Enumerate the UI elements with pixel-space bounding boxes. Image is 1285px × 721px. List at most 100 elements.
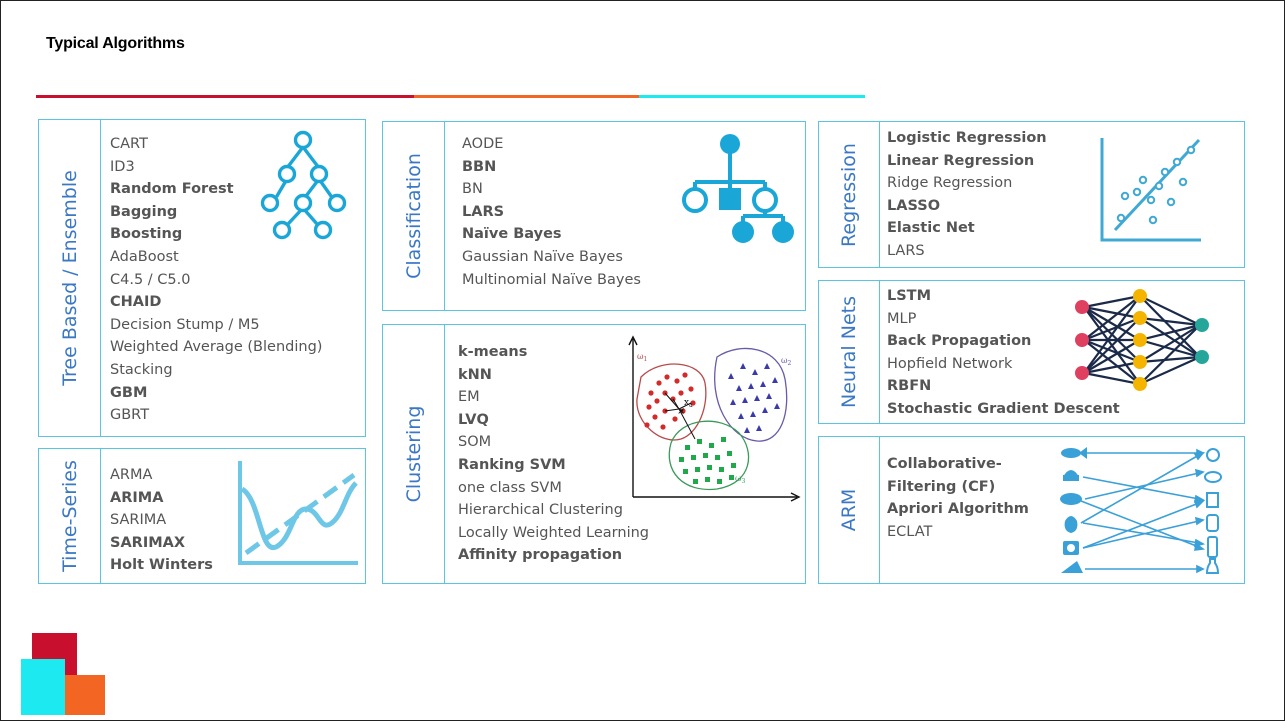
algorithm-item: LSTM [887,288,932,304]
svg-text:ω3: ω3 [735,474,746,485]
algorithm-item: Hopfield Network [887,355,1013,372]
algorithm-item: MLP [887,310,917,327]
algorithm-item: LARS [462,203,505,220]
panel-label: ARM [838,488,860,532]
plot-label-w3-sub: 3 [742,478,746,485]
algorithm-item: GBM [110,384,148,401]
algorithm-item: SARIMAX [110,534,186,551]
plot-label-w1-sub: 1 [644,356,648,363]
algorithm-item: LVQ [458,411,489,428]
algorithm-item: Apriori Algorithm [887,501,1029,518]
association-rules-icon [1060,447,1222,574]
algorithm-item: ARMA [110,467,153,483]
algorithm-item: Logistic Regression [887,130,1047,146]
algorithm-item: Gaussian Naïve Bayes [462,248,623,265]
accent-rule-cyan [639,95,865,98]
svg-text:xa: xa [684,398,693,409]
plot-label-x: x [684,398,689,408]
algorithm-item: Back Propagation [887,333,1032,350]
cluster-scatter-icon: × xa ω1 ω2 ω3 [628,335,801,502]
algorithm-item: Random Forest [110,181,234,198]
panel-label: Clustering [402,405,425,503]
algorithm-item: Affinity propagation [458,547,623,564]
svg-text:×: × [677,406,685,417]
panel-label: Time-Series [58,460,81,572]
algorithm-item: Ranking SVM [458,456,566,473]
algorithm-item: Multinomial Naïve Bayes [462,271,641,288]
panel-arm: ARM Collaborative- Filtering (CF) Apriori … [818,436,1245,584]
hierarchy-icon [682,134,794,243]
algorithm-item: AODE [462,136,504,152]
algorithm-item: Weighted Average (Blending) [110,339,323,356]
algorithm-item: RBFN [887,378,932,395]
algorithm-item: Decision Stump / M5 [110,316,260,333]
plot-label-w1: ω [637,352,644,361]
tree-graph-icon [260,130,347,240]
panel-label-cell: Time-Series [39,449,101,583]
algorithm-item: BBN [462,158,497,175]
line-chart-icon [238,461,358,565]
algorithm-item: Hierarchical Clustering [458,502,623,519]
svg-text:ω2: ω2 [781,356,792,367]
algorithm-item: kNN [458,366,492,383]
algorithm-item: EM [458,389,480,406]
algorithm-item: Linear Regression [887,152,1035,169]
accent-rule-red [36,95,414,98]
plot-label-x-sub: a [689,402,693,409]
algorithm-item: Filtering (CF) [887,478,996,495]
algorithm-list: k-means kNN EM LVQ SOM Ranking SVM one class S… [458,341,649,567]
panel-label: Tree Based / Ensemble [58,170,81,386]
panel-label-cell: Tree Based / Ensemble [39,120,101,436]
svg-text:ω1: ω1 [637,352,647,363]
panel-label-cell: Neural Nets [819,281,880,423]
panel-label: Neural Nets [838,296,860,408]
algorithm-item: SOM [458,434,492,451]
panel-label-cell: Regression [819,122,880,267]
algorithm-item: CART [110,136,148,152]
algorithm-item: k-means [458,344,528,360]
algorithm-item: ECLAT [887,523,933,540]
panel-label-cell: ARM [819,437,880,583]
algorithm-item: GBRT [110,407,150,424]
panel-clustering: Clustering k-means kNN EM LVQ SOM Ranking SVM… [382,324,806,584]
regression-scatter-icon [1100,138,1201,242]
algorithm-item: C4.5 / C5.0 [110,271,191,288]
algorithm-list: ARMA ARIMA SARIMA SARIMAX Holt Winters [110,464,213,577]
algorithm-item: one class SVM [458,479,562,496]
plot-label-w2: ω [781,356,788,365]
algorithm-item: ARIMA [110,489,164,506]
algorithm-item: Ridge Regression [887,175,1013,192]
algorithm-item: CHAID [110,294,162,311]
algorithm-item: Naïve Bayes [462,226,562,243]
panel-label: Classification [402,153,425,279]
page-title: Typical Algorithms [46,35,185,52]
algorithm-item: Elastic Net [887,220,975,237]
neural-network-icon [1075,289,1209,391]
algorithm-list: Collaborative- Filtering (CF) Apriori Algo… [887,453,1029,543]
algorithm-item: LASSO [887,197,941,214]
panel-time-series: Time-Series ARMA ARIMA SARIMA SARIMAX Holt W… [38,448,366,584]
algorithm-item: SARIMA [110,512,167,529]
algorithm-item: Holt Winters [110,557,213,574]
algorithm-item: Collaborative- [887,456,1002,472]
algorithm-item: BN [462,181,483,198]
algorithm-item: AdaBoost [110,248,179,265]
panel-label-cell: Classification [383,122,445,310]
plot-label-w3: ω [735,474,742,483]
algorithm-item: ID3 [110,158,135,175]
algorithm-item: Bagging [110,203,178,220]
algorithm-item: Stacking [110,361,173,378]
brand-logo [21,633,105,715]
panel-label: Regression [838,142,860,247]
plot-label-w2-sub: 2 [788,360,792,367]
algorithm-item: Locally Weighted Learning [458,524,649,541]
